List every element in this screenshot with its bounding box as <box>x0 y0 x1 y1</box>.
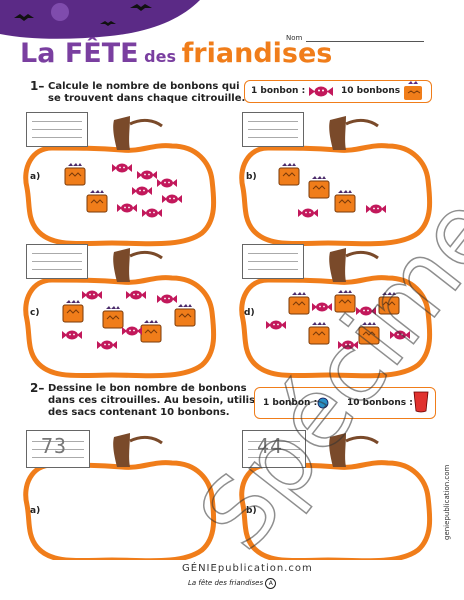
page-title: La FÊTE des friandises <box>20 38 332 69</box>
section2-line3: des sacs contenant 10 bonbons. <box>48 407 230 418</box>
pumpkins-layer <box>0 100 464 560</box>
section1-number: 1– <box>30 79 45 93</box>
section2-line2: dans ces citrouilles. Au besoin, utilise <box>48 395 262 406</box>
answer-box-2b[interactable]: 44 <box>242 430 306 468</box>
answer-box-1d[interactable] <box>242 244 304 279</box>
title-word-des: des <box>144 47 176 66</box>
answer-box-1c[interactable] <box>26 244 88 279</box>
name-line[interactable] <box>306 41 424 42</box>
footer-brand-logo: GÉNIEpublication.com <box>182 563 313 574</box>
candy-icon <box>309 86 333 97</box>
candy-bag-icon <box>404 81 422 100</box>
section1-instruction: Calcule le nombre de bonbons qui se trou… <box>48 81 245 105</box>
legend-ten-label: 10 bonbons : <box>341 86 407 96</box>
section1-line1: Calcule le nombre de bonbons qui <box>48 81 240 92</box>
legend2-single-label: 1 bonbon : <box>263 398 318 408</box>
footer-badge: A <box>265 578 277 589</box>
title-word-friandises: friandises <box>181 38 333 69</box>
item-label-2a: a) <box>30 506 41 516</box>
blue-dot-icon <box>317 397 329 409</box>
section2-instruction: Dessine le bon nombre de bonbons dans ce… <box>48 383 262 419</box>
answer-box-1a[interactable] <box>26 112 88 147</box>
section1-line2: se trouvent dans chaque citrouille. <box>48 93 246 104</box>
written-number-2a: 73 <box>41 434 68 458</box>
footer-title-text: La fête des friandises <box>188 579 264 587</box>
section2-line1: Dessine le bon nombre de bonbons <box>48 383 247 394</box>
bat-banner <box>0 0 200 39</box>
title-word-la-fete: La FÊTE <box>20 38 139 69</box>
legend-single-label: 1 bonbon : <box>251 86 306 96</box>
section2-legend: 1 bonbon : 10 bonbons : <box>254 387 436 419</box>
item-label-1d: d) <box>244 308 255 318</box>
red-bag-icon <box>413 391 429 413</box>
section1-legend: 1 bonbon : 10 bonbons : <box>244 80 432 103</box>
legend2-ten-label: 10 bonbons : <box>347 398 413 408</box>
item-label-1c: c) <box>30 308 40 318</box>
side-url: geniepublication.com <box>443 464 451 540</box>
name-label: Nom <box>286 34 303 42</box>
written-number-2b: 44 <box>257 434 284 458</box>
item-label-1b: b) <box>246 172 257 182</box>
item-label-2b: b) <box>246 506 257 516</box>
answer-box-1b[interactable] <box>242 112 304 147</box>
footer-title: La fête des friandises A <box>188 578 277 589</box>
section2-number: 2– <box>30 381 45 395</box>
item-label-1a: a) <box>30 172 41 182</box>
answer-box-2a[interactable]: 73 <box>26 430 90 468</box>
